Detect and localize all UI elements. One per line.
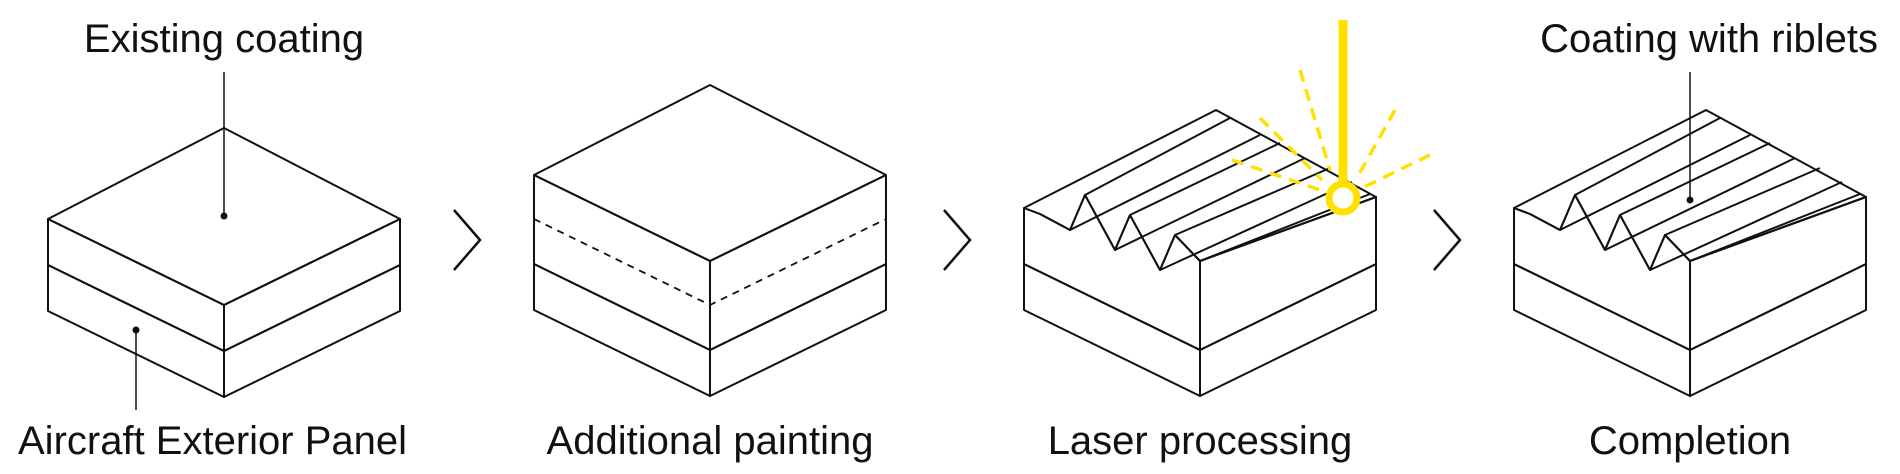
step-1-block [47,72,401,410]
coating-top-face [533,84,887,262]
riblet-ridges [1559,117,1861,271]
existing-coating-dot [220,212,228,220]
label-completion: Completion [1589,419,1791,463]
panel-right-face [709,263,887,397]
step-2-block [533,84,887,397]
label-aircraft-panel: Aircraft Exterior Panel [18,419,407,463]
label-additional-painting: Additional painting [547,419,874,463]
panel-left-face [533,263,711,397]
label-coating-with-riblets: Coating with riblets [1540,17,1878,61]
riblet-front-face [1513,194,1691,351]
riblets-dot [1686,196,1694,204]
panel-right-face [1199,263,1377,397]
panel-dot [132,326,140,334]
panel-left-face [1023,263,1201,397]
label-laser-processing: Laser processing [1048,419,1353,463]
riblet-front-face [1023,194,1201,351]
step-4-block [1513,72,1867,397]
coating-right-face [1689,196,1867,351]
laser-beam-icon [1231,20,1431,216]
step-3-block [1023,20,1431,397]
chevron-right-icon [453,209,482,271]
panel-right-face [223,264,401,398]
previous-coating-dashed-line [533,218,887,307]
chevron-right-icon [943,209,972,271]
riblet-ridges [1069,117,1371,271]
coating-right-face [223,218,401,352]
panel-right-face [1689,263,1867,397]
coating-right-face [1199,196,1377,351]
panel-left-face [1513,263,1691,397]
label-existing-coating: Existing coating [84,17,364,61]
coating-top-face [47,127,401,306]
chevron-right-icon [1433,209,1462,271]
